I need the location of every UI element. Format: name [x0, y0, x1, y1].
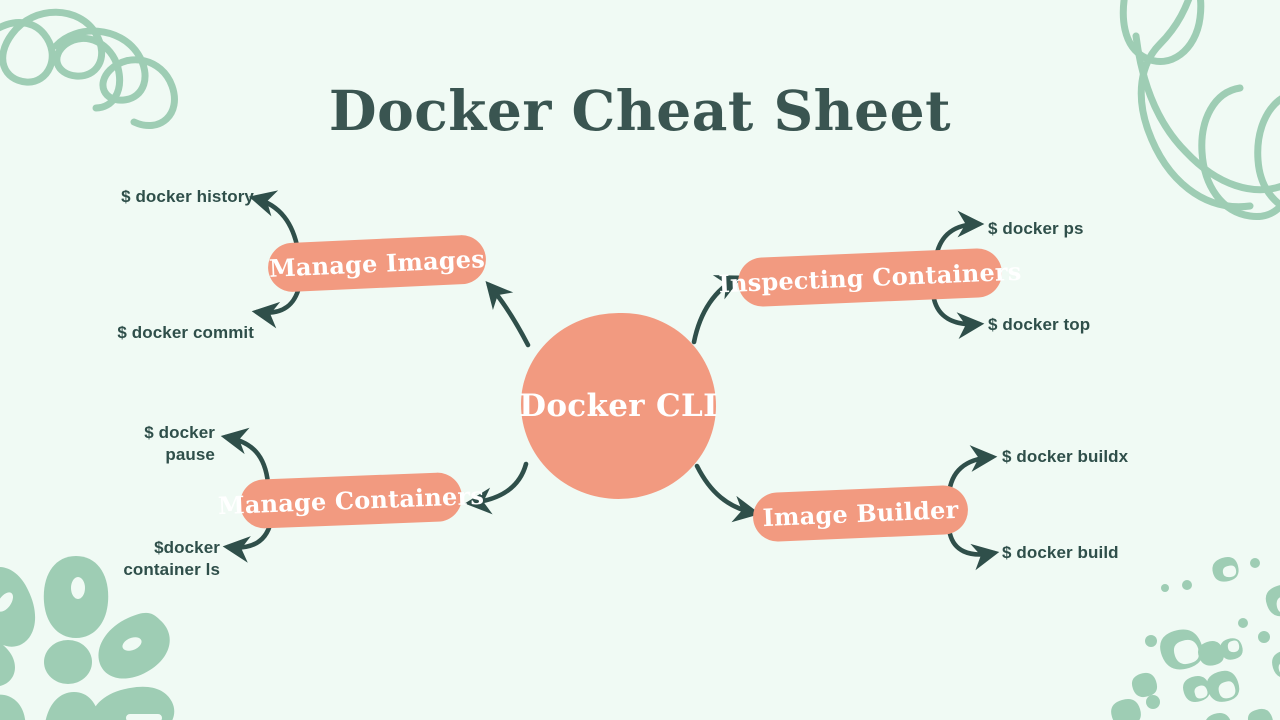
command-label-docker-commit: $ docker commit [117, 323, 254, 342]
command-label-docker-buildx: $ docker buildx [1002, 447, 1129, 466]
branch-pill-manage-images[interactable]: Manage Images [267, 234, 487, 293]
arrow-center-to-manage-containers [464, 461, 529, 515]
command-label-docker-history: $ docker history [121, 187, 254, 206]
command-label-docker-build: $ docker build [1002, 543, 1119, 562]
central-node-label: Docker CLI [519, 388, 718, 424]
arrow-inspecting-to-docker-top [931, 296, 985, 339]
branch-pill-label: Manage Images [268, 244, 486, 283]
central-node-docker-cli[interactable]: Docker CLI [519, 313, 718, 499]
arrow-center-to-image-builder [694, 463, 761, 523]
command-label-docker-pause: $ docker pause [144, 423, 215, 465]
branch-pill-label: Image Builder [762, 494, 959, 533]
arrow-center-to-manage-images [485, 280, 531, 348]
arrow-manage-containers-to-docker-pause [220, 427, 271, 486]
branch-pill-image-builder[interactable]: Image Builder [752, 484, 969, 543]
page-title: Docker Cheat Sheet [328, 78, 952, 143]
command-label-docker-ps: $ docker ps [988, 219, 1084, 238]
branch-pill-label: Inspecting Containers [718, 256, 1022, 299]
arrow-image-builder-to-docker-build [947, 531, 1000, 571]
command-label-docker-top: $ docker top [988, 315, 1091, 334]
branch-pill-label: Manage Containers [217, 480, 485, 521]
arrow-center-to-inspecting-containers [691, 275, 743, 345]
command-label-docker-container-ls: $docker container ls [123, 538, 220, 580]
branch-pill-manage-containers[interactable]: Manage Containers [217, 471, 485, 530]
